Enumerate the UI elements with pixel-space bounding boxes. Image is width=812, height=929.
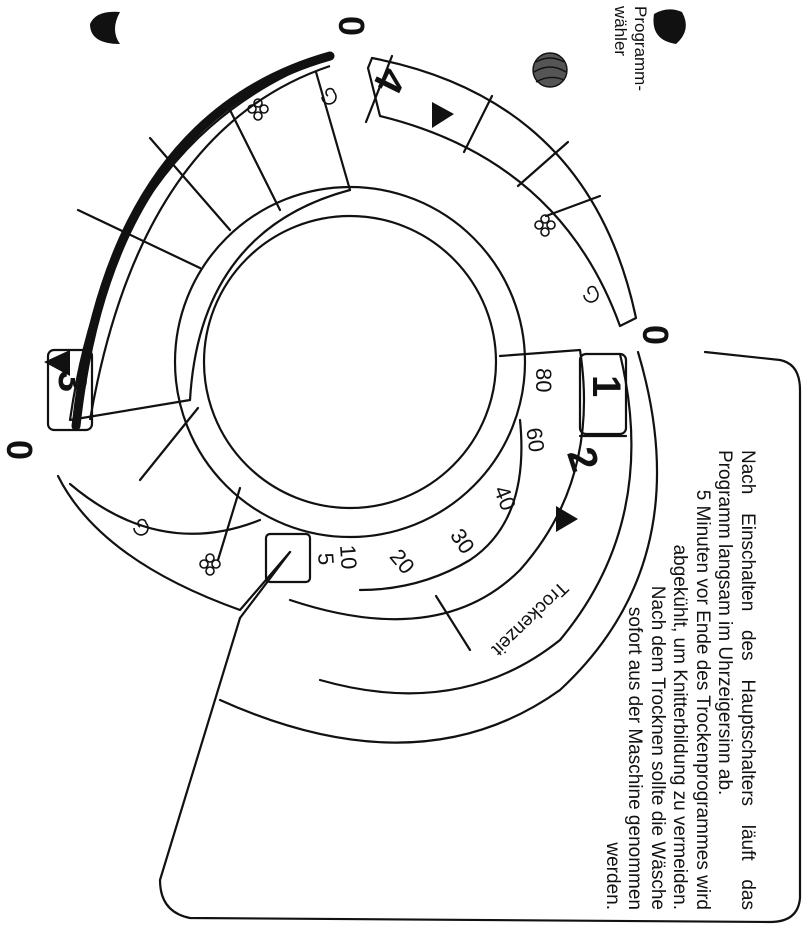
note-paragraph-3: Nach dem Trocknen sollte die Wäsche sofo… — [602, 585, 668, 910]
temperature-80: 80 — [531, 368, 556, 393]
band-divider — [462, 94, 494, 154]
program-selector-label: Programm- wähler — [610, 6, 650, 91]
band-divider — [148, 136, 232, 232]
band-divider — [228, 108, 282, 212]
band-divider — [138, 406, 200, 482]
band-divider — [216, 486, 242, 562]
flower-symbol-icon — [534, 214, 556, 237]
band-divider — [516, 140, 570, 188]
program-3-arc — [71, 51, 335, 431]
band-divider — [434, 594, 472, 652]
wool-symbol-icon — [532, 52, 568, 88]
corner-blob-icon — [90, 11, 120, 44]
band-divider — [76, 208, 202, 270]
program-number-1: 1 — [584, 375, 628, 398]
zero-marker-left: 0 — [0, 440, 40, 461]
band-temperature — [288, 348, 586, 621]
program-number-3: 3 — [50, 370, 94, 393]
pointer-triangle-icon — [432, 102, 454, 128]
instruction-note: Nach Einschalten des Hauptschalters läuf… — [601, 450, 759, 910]
temperature-5: 5 — [313, 552, 339, 566]
dial-hub-outer — [173, 185, 527, 539]
spiral-symbol-icon — [133, 518, 149, 536]
spiral-symbol-icon — [583, 285, 599, 303]
flower-symbol-icon — [199, 553, 221, 576]
band-temperature-inner — [358, 418, 523, 592]
cooldown-window — [264, 532, 312, 584]
program-selector-label-line1: Programm- — [631, 6, 650, 92]
band-upper-left — [68, 56, 352, 422]
band-divider — [364, 54, 394, 124]
band-trockenzeit — [218, 350, 659, 744]
band-divider — [314, 70, 352, 192]
corner-blob-icon — [653, 9, 686, 44]
flower-symbol-icon — [247, 98, 269, 121]
program-selector-label-line2: wähler — [611, 6, 630, 57]
pointer-triangle-icon — [44, 350, 70, 376]
temperature-60: 60 — [521, 426, 550, 454]
zero-marker-right: 0 — [635, 325, 676, 346]
dial-hub-inner — [202, 214, 498, 510]
band-program-4 — [366, 56, 638, 328]
spiral-symbol-icon — [321, 87, 337, 105]
note-paragraph-2: 5 Minuten vor Ende des Trockenprogrammes… — [669, 489, 714, 910]
note-paragraph-1: Nach Einschalten des Hauptschalters läuf… — [714, 450, 759, 910]
zero-marker-arc-top: 0 — [689, 330, 690, 331]
band-trockenzeit-inner — [318, 352, 633, 695]
pointer-triangle-icon — [556, 506, 578, 532]
band-lower-inner — [68, 482, 262, 535]
callout-box — [158, 350, 802, 924]
zero-marker-top: 0 — [331, 16, 372, 37]
program-1-box — [578, 352, 628, 436]
band-divider — [544, 194, 602, 218]
band-lower-left — [56, 474, 292, 612]
program-3-arc-outline — [88, 64, 331, 421]
